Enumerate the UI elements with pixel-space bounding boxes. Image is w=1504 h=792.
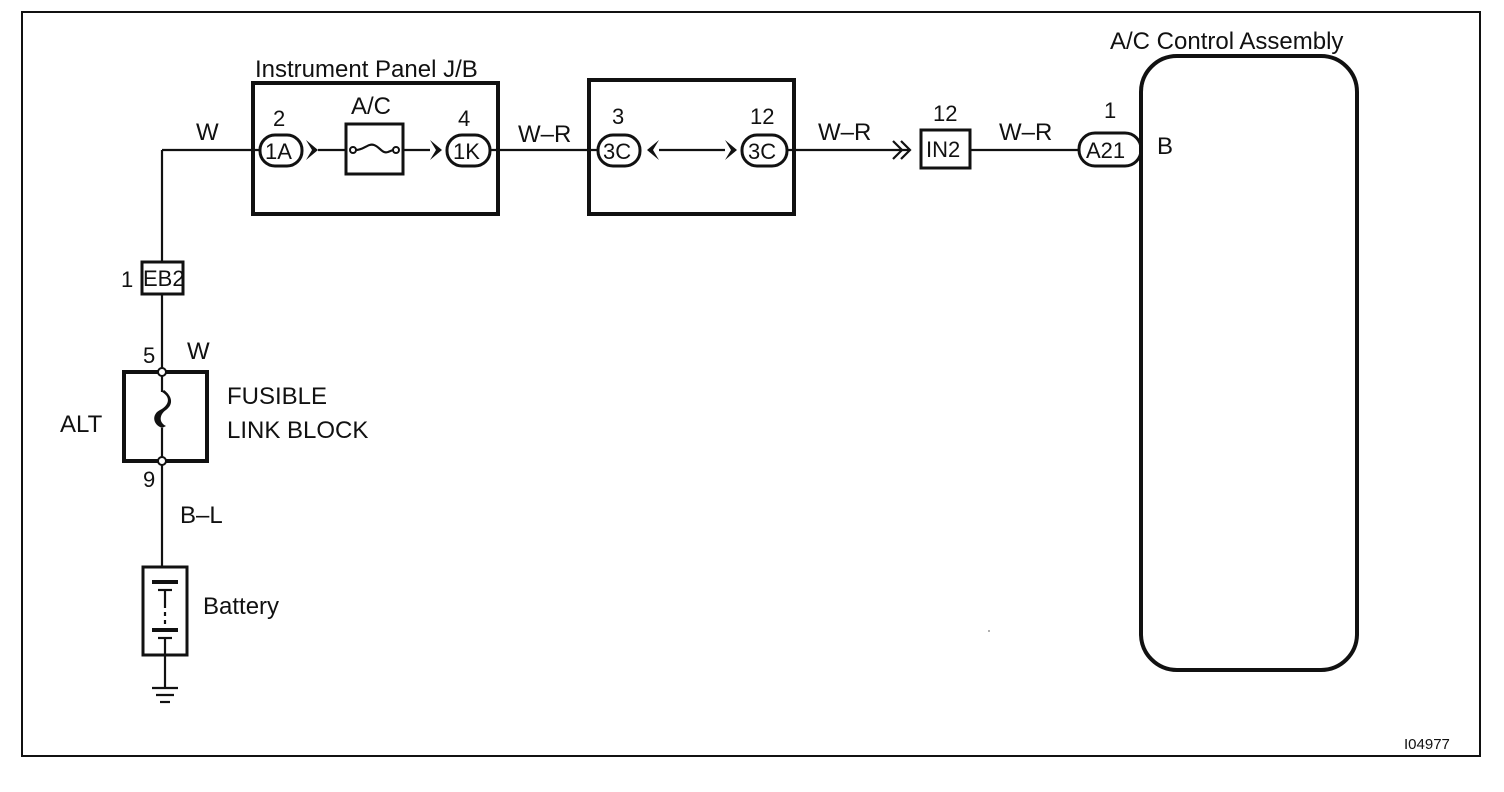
pin-1k: 4 (458, 106, 470, 131)
connector-1a: 1A 2 (258, 106, 318, 168)
battery-label: Battery (203, 593, 279, 620)
connector-eb2: EB2 1 (121, 260, 185, 296)
connector-3c-left: 3C 3 (596, 104, 659, 168)
wire-w-top-label: W (196, 119, 219, 146)
figure-id: I04977 (1404, 736, 1450, 753)
pin-fl-bottom: 9 (143, 467, 155, 492)
pin-eb2: 1 (121, 267, 133, 292)
instrument-panel-jb: Instrument Panel J/B (251, 56, 500, 216)
pin-3c-left: 3 (612, 104, 624, 129)
pin-3c-right: 12 (750, 104, 774, 129)
battery: Battery (141, 565, 279, 657)
stray-mark (988, 630, 990, 632)
fusible-link-label-2: LINK BLOCK (227, 417, 368, 444)
wire-wr-1-label: W–R (518, 121, 571, 148)
pin-a21: 1 (1104, 98, 1116, 123)
fuse-ac: A/C (318, 93, 430, 176)
connector-a21: A21 1 (1077, 98, 1143, 168)
wire-bl-label: B–L (180, 502, 223, 529)
junction-box-3c (587, 78, 796, 216)
wire-wr-3-label: W–R (999, 119, 1052, 146)
wire-w-mid-label: W (187, 338, 210, 365)
fusible-link-block: ALT FUSIBLE LINK BLOCK (60, 367, 368, 466)
connector-1k: 1K 4 (430, 106, 492, 168)
instrument-panel-jb-label: Instrument Panel J/B (255, 56, 478, 83)
ac-control-assembly: A/C Control Assembly B (1110, 28, 1359, 672)
connector-3c-left-label: 3C (603, 139, 631, 164)
connector-3c-right-label: 3C (748, 139, 776, 164)
connector-eb2-label: EB2 (143, 266, 185, 291)
terminal-b-label: B (1157, 133, 1173, 160)
connector-in2-label: IN2 (926, 137, 960, 162)
alt-label: ALT (60, 411, 103, 438)
connector-1k-label: 1K (453, 139, 480, 164)
connector-in2: IN2 12 (919, 101, 972, 170)
fusible-link-label-1: FUSIBLE (227, 383, 327, 410)
pin-fl-top: 5 (143, 343, 155, 368)
diagram-frame (21, 11, 1481, 757)
fuse-ac-label: A/C (351, 93, 391, 120)
connector-a21-label: A21 (1086, 138, 1125, 163)
ground-symbol (152, 655, 178, 704)
wire-wr-2-label: W–R (818, 119, 871, 146)
pin-in2: 12 (933, 101, 957, 126)
pin-1a: 2 (273, 106, 285, 131)
connector-1a-label: 1A (265, 139, 292, 164)
connector-3c-right: 3C 12 (725, 104, 789, 168)
ac-control-assembly-label: A/C Control Assembly (1110, 28, 1343, 55)
